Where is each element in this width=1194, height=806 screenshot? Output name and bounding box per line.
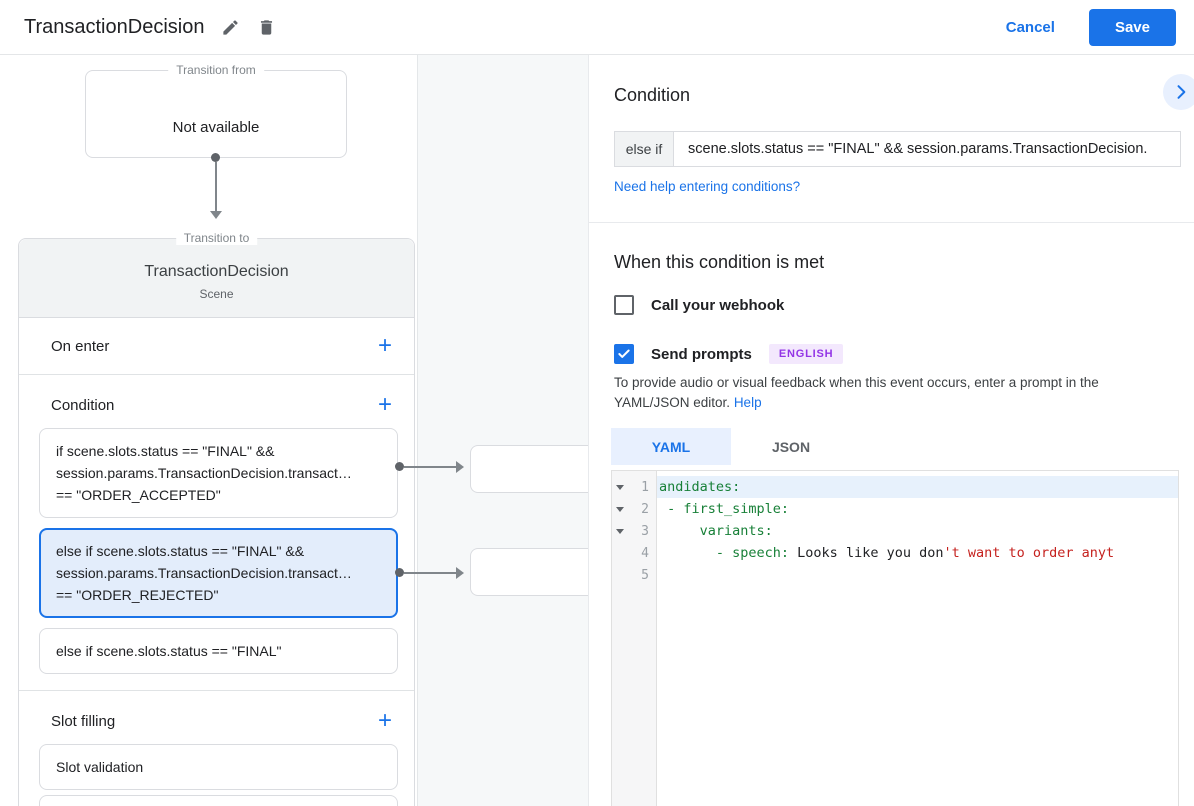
line-number: 3: [641, 523, 649, 539]
send-prompts-row: Send prompts ENGLISH: [614, 344, 844, 364]
fold-arrow-icon[interactable]: [616, 484, 624, 490]
condition-text: else if scene.slots.status == "FINAL": [56, 643, 282, 659]
webhook-checkbox[interactable]: [614, 295, 634, 315]
canvas-strip: [417, 55, 588, 806]
transition-from-box: Transition from Not available: [85, 63, 347, 158]
arrow-right-icon: [456, 567, 464, 579]
connector-line: [215, 162, 217, 211]
add-condition-icon[interactable]: +: [377, 391, 392, 418]
collapse-panel-button[interactable]: [1163, 74, 1194, 110]
on-enter-row[interactable]: On enter +: [19, 318, 414, 375]
arrow-right-icon: [456, 461, 464, 473]
code-key: andidates:: [659, 479, 741, 495]
flow-canvas: Transition from Not available Transition…: [0, 55, 588, 806]
chevron-right-icon: [1177, 85, 1186, 99]
webhook-label: Call your webhook: [651, 296, 785, 314]
code-string: 't want to order anyt: [943, 545, 1115, 561]
condition-text: session.params.TransactionDecision.trans…: [56, 465, 352, 481]
fold-arrow-icon[interactable]: [616, 528, 624, 534]
pencil-icon: [223, 19, 238, 35]
editor-tabs: YAML JSON: [611, 428, 851, 465]
connector-dot: [211, 153, 220, 162]
editor-gutter: 1 2 3 4 5: [612, 471, 657, 806]
scene-card-header[interactable]: TransactionDecision Scene: [19, 239, 414, 318]
add-on-enter-icon[interactable]: +: [377, 332, 392, 359]
code-area[interactable]: andidates: - first_simple: variants: - s…: [657, 471, 1178, 806]
top-bar: TransactionDecision Cancel Save: [0, 0, 1194, 55]
code-line: - first_simple:: [657, 498, 1178, 520]
fold-arrow-icon[interactable]: [616, 506, 624, 512]
webhook-row: Call your webhook: [614, 295, 784, 315]
condition-text: else if scene.slots.status == "FINAL" &&: [56, 543, 305, 559]
prompt-description: To provide audio or visual feedback when…: [614, 373, 1174, 413]
tab-yaml[interactable]: YAML: [611, 428, 731, 465]
connector-dot: [395, 568, 404, 577]
panel-divider: [589, 222, 1194, 223]
slot-validation-card[interactable]: Slot validation: [39, 744, 398, 790]
line-number: 5: [641, 567, 649, 583]
condition-card-rejected-selected[interactable]: else if scene.slots.status == "FINAL" &&…: [39, 528, 398, 618]
condition-input-row: else if scene.slots.status == "FINAL" &&…: [614, 131, 1181, 167]
on-enter-label: On enter: [51, 337, 110, 355]
conditions-help-link[interactable]: Need help entering conditions?: [614, 179, 801, 194]
code-text: Looks like you don: [789, 545, 944, 561]
when-met-heading: When this condition is met: [614, 252, 825, 272]
transition-target-box[interactable]: [470, 445, 588, 493]
tab-json[interactable]: JSON: [771, 438, 811, 455]
send-prompts-label: Send prompts: [651, 345, 752, 363]
condition-expression-input[interactable]: scene.slots.status == "FINAL" && session…: [688, 141, 1148, 157]
condition-text: == "ORDER_REJECTED": [56, 587, 219, 603]
save-button[interactable]: Save: [1088, 8, 1176, 46]
code-line: variants:: [657, 520, 1178, 542]
slot-filling-label: Slot filling: [51, 712, 116, 730]
arrow-down-icon: [210, 211, 222, 219]
transition-from-label: Transition from: [168, 63, 264, 77]
code-line: andidates:: [657, 476, 1178, 498]
transition-from-value: Not available: [172, 119, 260, 136]
prompt-description-text: To provide audio or visual feedback when…: [614, 375, 1099, 410]
add-slot-icon[interactable]: +: [377, 707, 392, 734]
condition-text: session.params.TransactionDecision.trans…: [56, 565, 352, 581]
transition-to-label: Transition to: [175, 231, 258, 245]
cancel-button[interactable]: Cancel: [1005, 18, 1055, 36]
slot-card-partial[interactable]: [39, 795, 398, 806]
condition-section: Condition + if scene.slots.status == "FI…: [19, 375, 414, 691]
connector-line: [404, 466, 456, 468]
scene-type: Scene: [199, 287, 234, 301]
condition-operator: else if: [615, 132, 674, 166]
line-number: 1: [641, 479, 649, 495]
condition-panel-heading: Condition: [614, 85, 691, 105]
code-key: - first_simple:: [659, 501, 790, 517]
scene-card: Transition to TransactionDecision Scene …: [18, 231, 415, 806]
send-prompts-checkbox[interactable]: [614, 344, 634, 364]
yaml-code-editor[interactable]: 1 2 3 4 5 andidates: - first_simple: var…: [611, 470, 1179, 806]
delete-scene-button[interactable]: [248, 9, 284, 45]
edit-title-button[interactable]: [212, 9, 248, 45]
code-key: variants:: [659, 523, 773, 539]
transition-target-box[interactable]: [470, 548, 588, 596]
help-link[interactable]: Help: [733, 395, 762, 410]
line-number: 2: [641, 501, 649, 517]
connector-dot: [395, 462, 404, 471]
slot-filling-section: Slot filling + Slot validation: [19, 691, 414, 806]
condition-text: == "ORDER_ACCEPTED": [56, 487, 221, 503]
scene-name: TransactionDecision: [144, 263, 289, 280]
page-title: TransactionDecision: [24, 15, 205, 38]
condition-section-label: Condition: [51, 396, 115, 414]
condition-card-accepted[interactable]: if scene.slots.status == "FINAL" && sess…: [39, 428, 398, 518]
code-line: [657, 564, 1178, 586]
condition-text: if scene.slots.status == "FINAL" &&: [56, 443, 275, 459]
code-line: - speech: Looks like you don't want to o…: [657, 542, 1178, 564]
condition-card-final[interactable]: else if scene.slots.status == "FINAL": [39, 628, 398, 674]
trash-icon: [260, 19, 272, 35]
condition-detail-panel: Condition else if scene.slots.status == …: [588, 55, 1194, 806]
code-key: - speech:: [659, 545, 790, 561]
checkmark-icon: [618, 349, 630, 358]
language-badge: ENGLISH: [768, 344, 844, 364]
line-number: 4: [641, 545, 649, 561]
connector-line: [404, 572, 456, 574]
